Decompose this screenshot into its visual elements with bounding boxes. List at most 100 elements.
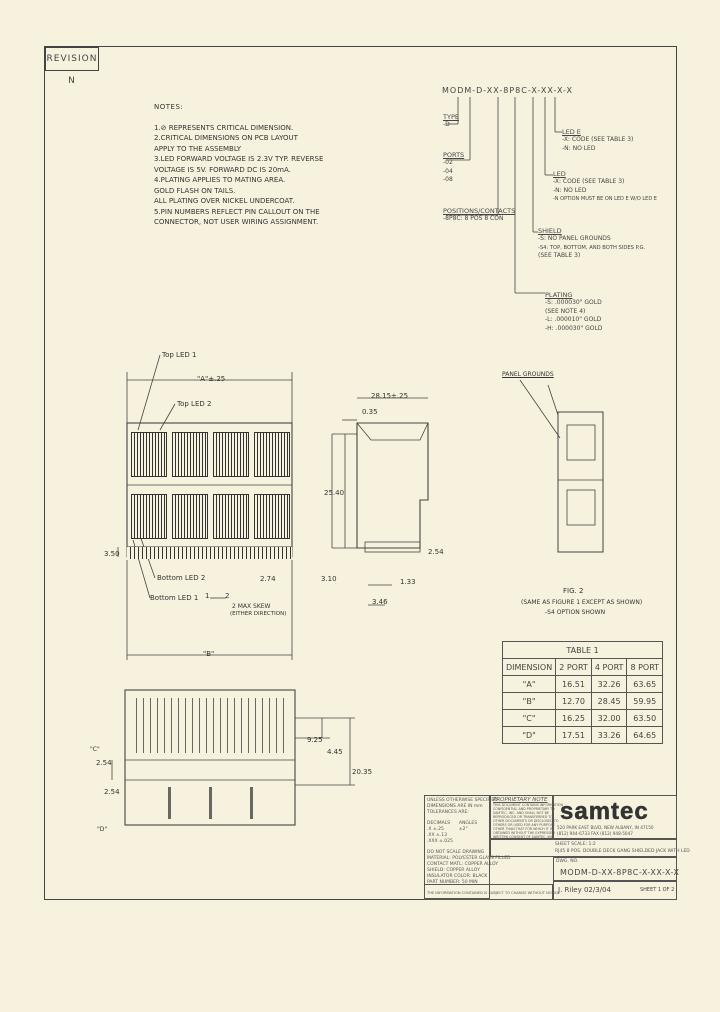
tolerance-line: TOLERANCES ARE:: [427, 810, 469, 815]
note-line: 4.PLATING APPLIES TO MATING AREA.: [154, 176, 286, 184]
finish-line: INSULATOR COLOR: BLACK: [427, 874, 488, 879]
part-title: RJ45 8 POS. DOUBLE DECK GANG SHIELDED JA…: [555, 849, 690, 854]
proprietary-title: PROPRIETARY NOTE: [493, 797, 548, 803]
table-cell: 16.25: [555, 709, 592, 727]
pn-led-item: -N OPTION MUST BE ON LED E W/O LED E: [553, 196, 657, 202]
fig2-line1: (SAME AS FIGURE 1 EXCEPT AS SHOWN): [521, 599, 643, 606]
pn-positions-title: POSITIONS/CONTACTS: [443, 207, 516, 215]
pcb-pin-field: [130, 698, 290, 753]
part-number-code: MODM-D-XX-8P8C-X-XX-X-X: [442, 86, 573, 95]
table-row: "D" 17.51 33.26 64.65: [501, 726, 664, 744]
table-1-title: TABLE 1: [501, 641, 664, 659]
part-title-block: SHEET SCALE: 1:2 RJ45 8 POS. DOUBLE DECK…: [490, 839, 690, 857]
pn-label: DWG. NO.: [556, 859, 579, 864]
part-number: MODM-D-XX-8P8C-X-XX-X-X: [560, 868, 680, 877]
pn-led-e-item: -X: CODE (SEE TABLE 3): [562, 136, 634, 143]
proprietary-text: SAMTEC, INC. AND SHALL NOT BE: [493, 811, 549, 815]
pn-plating-item: -S: .000030" GOLD: [545, 299, 602, 306]
dim-b: "B": [203, 650, 215, 658]
table-cell: "D": [501, 726, 557, 744]
rj45-port: [213, 494, 249, 539]
table-cell: "C": [501, 709, 557, 727]
part-number-block: DWG. NO. MODM-D-XX-8P8C-X-XX-X-X: [553, 857, 680, 881]
bottom-port-row: [131, 494, 291, 539]
table-cell: "A": [501, 675, 557, 693]
table-cell: 32.00: [590, 709, 628, 727]
sheet-number: SHEET 1 OF 2: [640, 887, 675, 893]
proprietary-text: CONFIDENTIAL AND PROPRIETARY TO: [493, 807, 555, 811]
dim-925: 9.25: [307, 736, 323, 744]
sheet-scale: SHEET SCALE: 1:2: [555, 842, 596, 847]
skew-label: 2 MAX SKEW: [232, 603, 271, 610]
decimals-line: DECIMALS: [427, 821, 451, 826]
dim-2540: 25.40: [324, 489, 345, 497]
material-line: MATERIAL: POLYESTER GLASS FILLED: [427, 856, 511, 861]
pcb-body: [124, 689, 296, 826]
note-line: ALL PLATING OVER NICKEL UNDERCOAT.: [154, 197, 295, 205]
table-cell: "B": [501, 692, 557, 710]
pn-shield-item: (SEE TABLE 3): [538, 252, 581, 259]
pn-led-item: -X: CODE (SEE TABLE 3): [553, 178, 625, 185]
table-cell: 64.65: [626, 726, 664, 744]
pn-plating-title: PLATING: [545, 291, 573, 299]
note-line: GOLD FLASH ON TAILS.: [154, 186, 236, 195]
leader-line: [159, 403, 176, 431]
label-top-led-1: Top LED 1: [162, 351, 197, 359]
pn-ports: PORTS -02 -04 -08: [443, 151, 464, 185]
proprietary-text: THIS DOCUMENT CONTAINS INFORMATION: [493, 803, 563, 807]
table-cell: 28.45: [590, 692, 628, 710]
finish-line: PART NUMBER: 50 MIN: [427, 880, 478, 885]
table-header: DIMENSION: [501, 658, 557, 676]
table-cell: 33.26: [590, 726, 628, 744]
pn-plating-item: -L: .000010" GOLD: [545, 316, 602, 323]
proprietary-text: OBTAINED WITHOUT THE EXPRESSED: [493, 831, 555, 835]
dim-d: "D": [97, 826, 108, 833]
tolerance-line: DIMENSIONS ARE IN mm: [427, 804, 483, 809]
panel-grounds-label: PANEL GROUNDS: [502, 371, 554, 378]
note-line: 3.LED FORWARD VOLTAGE IS 2.3V TYP. REVER…: [154, 155, 324, 163]
leader-line: [137, 354, 161, 431]
table-cell: 16.51: [555, 675, 592, 693]
company-address: 520 PARK EAST BLVD, NEW ALBANY, IN 47150: [557, 825, 654, 830]
dim-310: 3.10: [321, 575, 337, 583]
tolerance-block: UNLESS OTHERWISE SPECIFIED DIMENSIONS AR…: [424, 795, 511, 899]
decimals-line: .XX ±.13: [427, 833, 447, 838]
table-header: 2 PORT: [555, 658, 592, 676]
pn-led-e-title: LED E: [562, 128, 581, 136]
dim-350: 3.50: [104, 550, 120, 558]
note-line: 2.CRITICAL DIMENSIONS ON PCB LAYOUT: [154, 134, 298, 142]
footer-note-block: THE INFORMATION CONTAINED IS SUBJECT TO …: [424, 884, 560, 900]
pn-shield: SHIELD -S: NO PANEL GROUNDS -S4: TOP, BO…: [538, 227, 645, 261]
table-row: "B" 12.70 28.45 59.95: [501, 692, 664, 710]
table-header: 8 PORT: [626, 658, 664, 676]
drawing-border: [44, 46, 677, 900]
material-line: SHIELD: COPPER ALLOY: [427, 868, 480, 873]
pn-type-item: -D: [443, 121, 450, 128]
table-cell: 12.70: [555, 692, 592, 710]
table-row: "A" 16.51 32.26 63.65: [501, 675, 664, 693]
rj45-port: [254, 432, 290, 477]
pn-shield-title: SHIELD: [538, 227, 562, 235]
proprietary-block: PROPRIETARY NOTE THIS DOCUMENT CONTAINS …: [490, 795, 563, 839]
dim-254-side: 2.54: [428, 548, 444, 556]
note-line: 5.PIN NUMBERS REFLECT PIN CALLOUT ON THE: [154, 207, 320, 216]
note-line: 1.⊘ REPRESENTS CRITICAL DIMENSION.: [154, 123, 294, 132]
table-cell: 63.50: [626, 709, 664, 727]
table-cell: 17.51: [555, 726, 592, 744]
pn-led-e: LED E -X: CODE (SEE TABLE 3) -N: NO LED: [562, 128, 633, 153]
front-pins: [127, 547, 292, 559]
table-cell: 63.65: [626, 675, 664, 693]
label-top-led-2: Top LED 2: [177, 400, 212, 408]
top-port-row: [131, 432, 291, 477]
footer-note: THE INFORMATION CONTAINED IS SUBJECT TO …: [427, 891, 560, 895]
note-line: APPLY TO THE ASSEMBLY: [154, 144, 242, 153]
drawn-by-block: J. Riley 02/3/04 SHEET 1 OF 2: [553, 881, 677, 900]
pn-shield-item: -S: NO PANEL GROUNDS: [538, 235, 611, 242]
proprietary-text: OTHERS OR USED FOR ANY PURPOSE: [493, 823, 555, 827]
proprietary-text: WRITTEN CONSENT OF SAMTEC, INC.: [493, 835, 555, 839]
table-cell: 59.95: [626, 692, 664, 710]
proprietary-text: OTHER DOCUMENTS OR DISCLOSED TO: [493, 819, 559, 823]
pn-ports-item: -02: [443, 159, 453, 166]
rj45-port: [172, 432, 208, 477]
material-line: CONTACT MATL: COPPER ALLOY: [427, 862, 499, 867]
